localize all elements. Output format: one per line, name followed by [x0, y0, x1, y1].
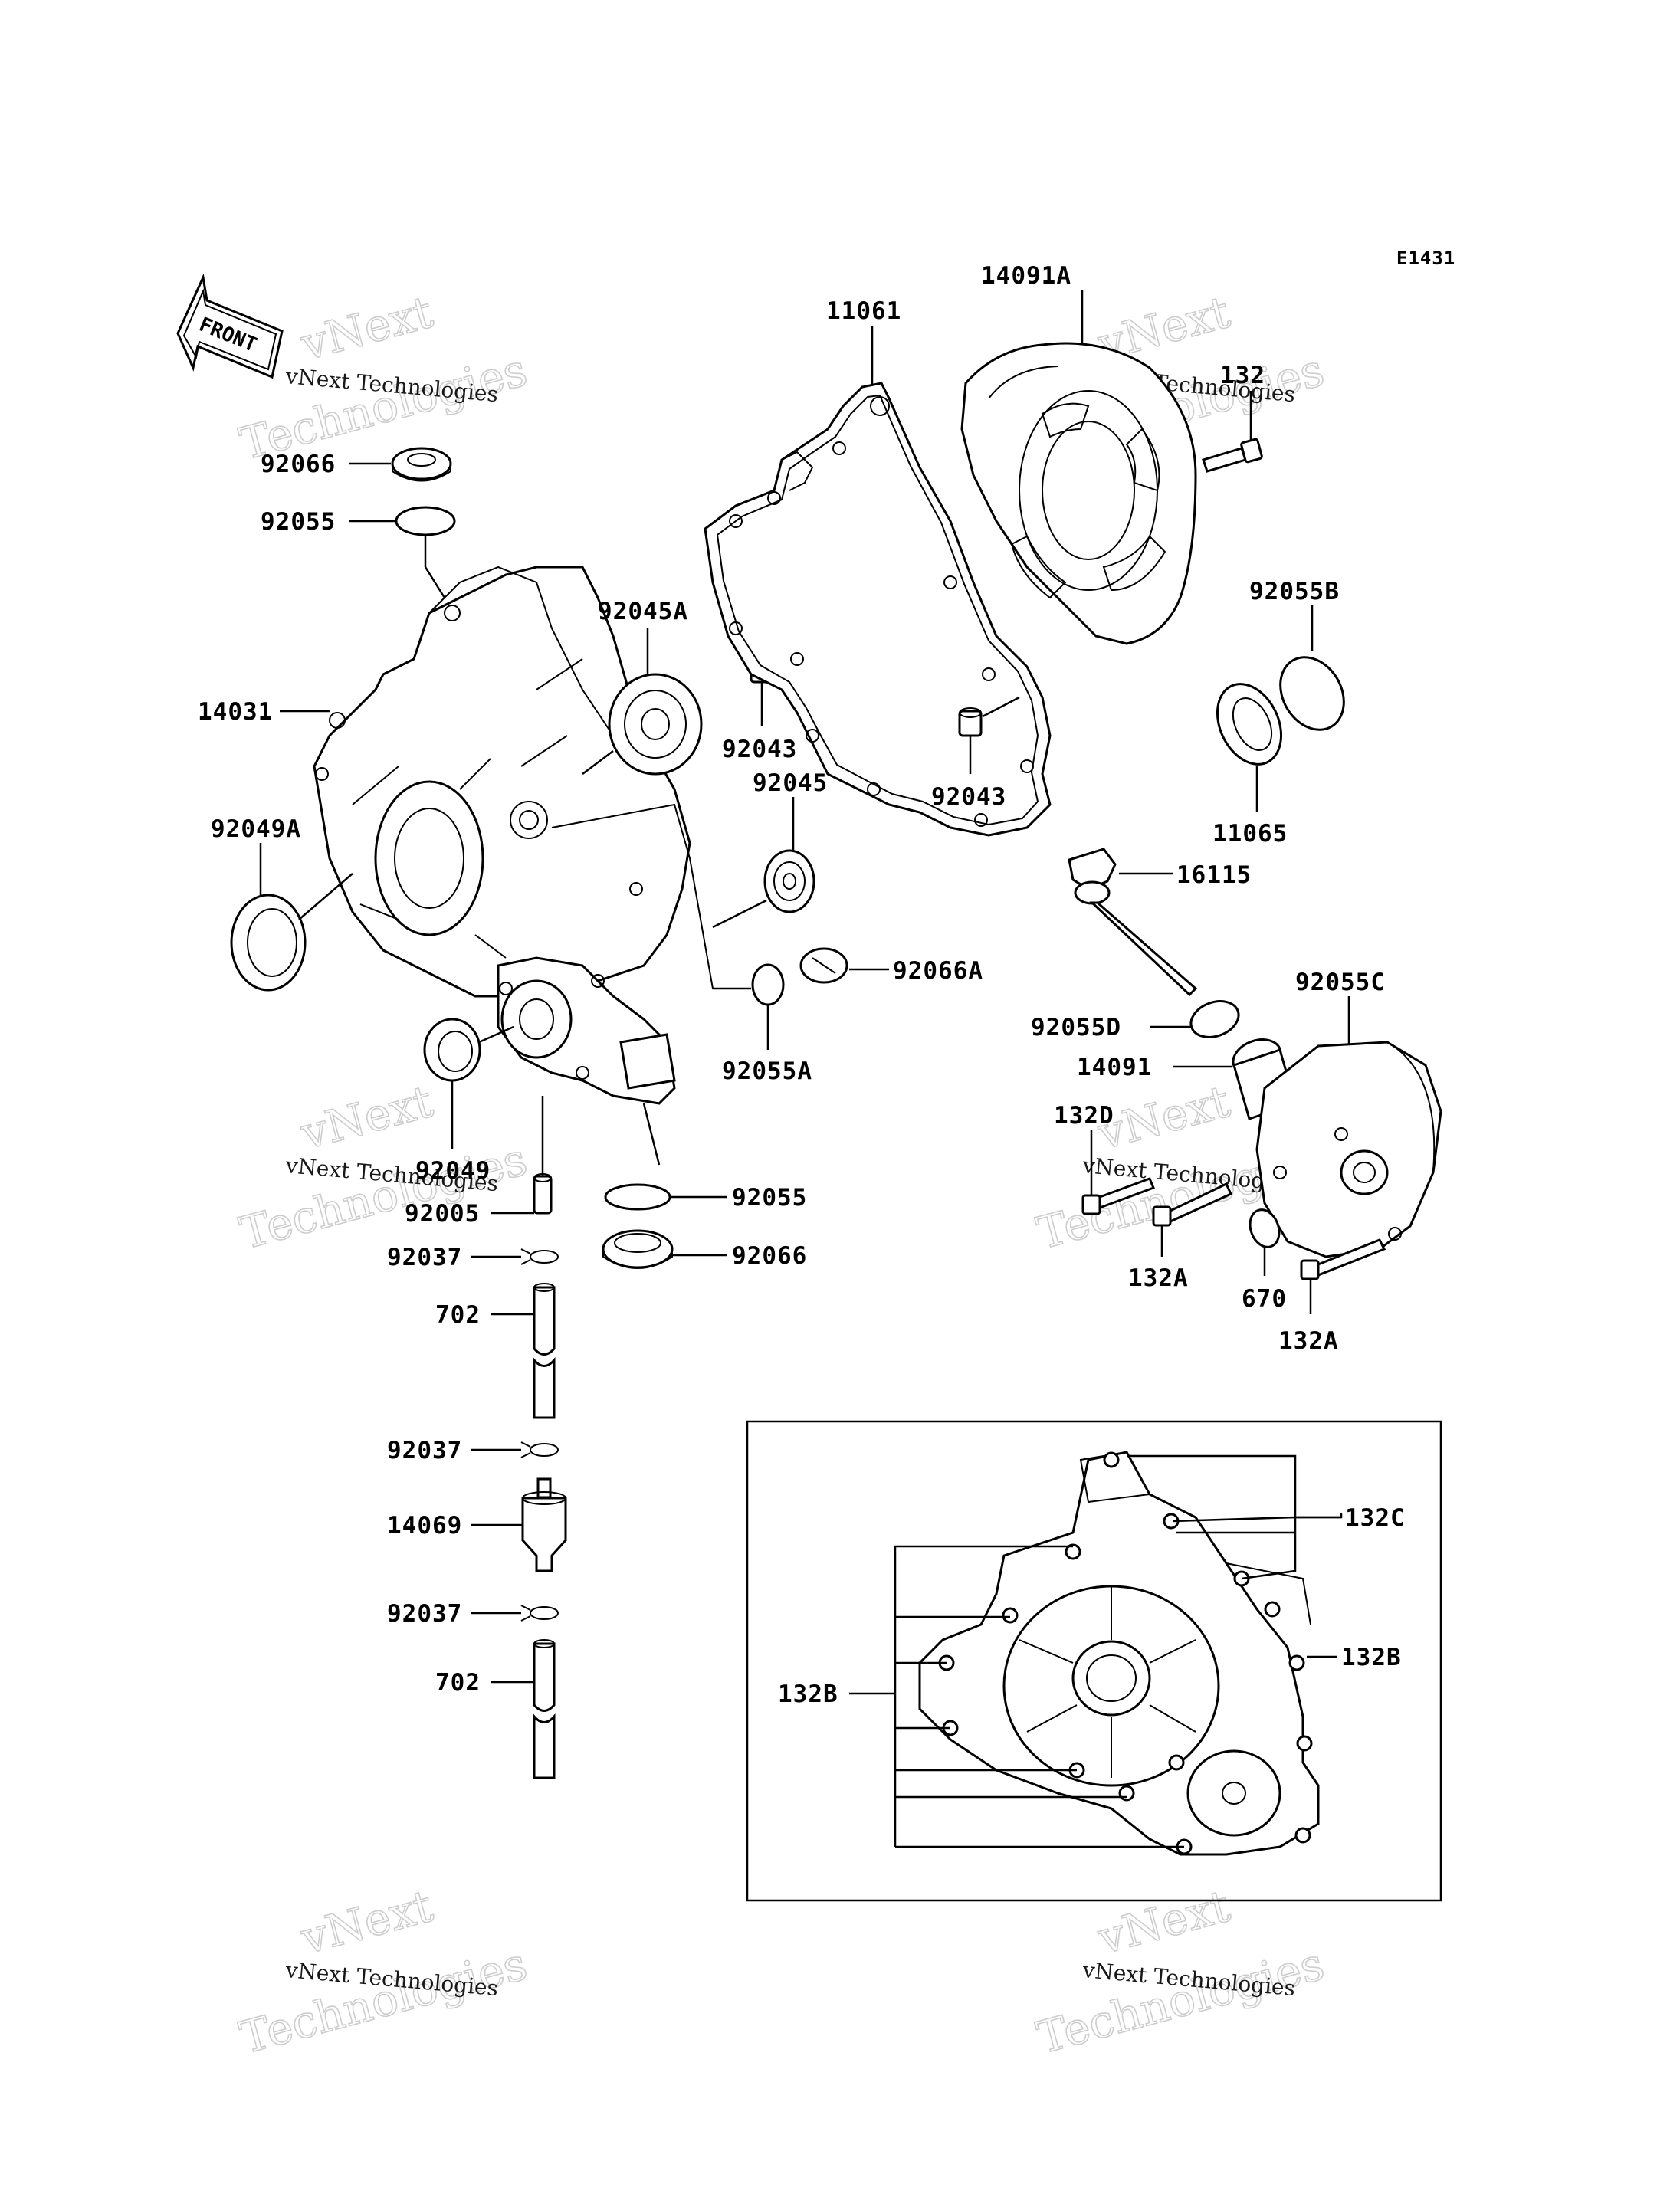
inset-cover-drawing [918, 1451, 1320, 1856]
bearing-92045 [763, 849, 815, 913]
oil-seal-92049 [423, 1018, 481, 1082]
label-132B-left: 132B [778, 1681, 838, 1708]
label-132A-2: 132A [1278, 1327, 1339, 1355]
bearing-92045A [608, 673, 703, 776]
o-ring-92055B [1279, 656, 1345, 731]
fitting-92005 [533, 1173, 553, 1215]
diagram-code: E1431 [1396, 248, 1455, 269]
inset-frame [746, 1420, 1442, 1902]
label-92055C: 92055C [1295, 969, 1386, 996]
cover-92055C [1255, 1041, 1442, 1258]
svg-text:Technologies: Technologies [235, 1937, 532, 2064]
label-92037-3: 92037 [387, 1600, 462, 1628]
oil-seal-92049A [230, 894, 307, 992]
label-92037-1: 92037 [387, 1244, 462, 1271]
o-ring-92055-top [395, 506, 456, 536]
bolt-132D [1081, 1177, 1155, 1215]
label-92066A: 92066A [893, 957, 983, 985]
filter-14069 [521, 1477, 567, 1572]
svg-text:vNext: vNext [295, 286, 438, 371]
cover-plate-14091A [960, 342, 1197, 645]
label-132D: 132D [1054, 1102, 1114, 1130]
label-92049: 92049 [415, 1157, 491, 1185]
hose-clamp-92037-3 [520, 1605, 559, 1622]
label-92045: 92045 [753, 769, 828, 797]
svg-text:vNext: vNext [1092, 1880, 1235, 1965]
pump-housing [497, 956, 676, 1105]
bolt-132-top [1202, 438, 1263, 473]
watermark-bottom-right: vNext Technologies vNext Technologies [1031, 1879, 1330, 2064]
label-92055-top: 92055 [261, 508, 336, 536]
label-92055A: 92055A [722, 1058, 812, 1085]
hose-clamp-92037-2 [520, 1441, 559, 1458]
label-92066-bottom: 92066 [732, 1242, 807, 1270]
label-92049A: 92049A [211, 815, 301, 843]
label-702-2: 702 [435, 1669, 481, 1697]
front-arrow-icon: FRONT [176, 273, 284, 379]
hose-702-2 [533, 1639, 556, 1779]
label-14031: 14031 [198, 698, 273, 726]
svg-text:Technologies: Technologies [235, 1133, 532, 1259]
label-92066-top: 92066 [261, 451, 336, 478]
label-92005: 92005 [405, 1200, 480, 1228]
hose-clamp-92037-1 [520, 1248, 559, 1265]
label-11061: 11061 [826, 297, 901, 325]
svg-text:vNext: vNext [295, 1075, 438, 1160]
label-14091: 14091 [1077, 1054, 1152, 1081]
label-670: 670 [1242, 1285, 1287, 1313]
o-ring-92055D [1189, 1000, 1240, 1038]
oil-seal-11065 [1216, 683, 1283, 766]
svg-text:Technologies: Technologies [1032, 1937, 1329, 2064]
o-ring-670 [1249, 1208, 1281, 1248]
plug-92066-top [391, 447, 452, 482]
bolt-132A-2 [1300, 1238, 1386, 1280]
label-702-1: 702 [435, 1301, 481, 1329]
label-132B-right: 132B [1341, 1644, 1402, 1671]
dowel-pin-92043-right [958, 707, 983, 737]
label-92055-bottom: 92055 [732, 1184, 807, 1212]
plug-92066A [799, 947, 848, 984]
label-16115: 16115 [1176, 861, 1252, 889]
label-92055B: 92055B [1249, 578, 1340, 605]
label-92037-2: 92037 [387, 1437, 462, 1464]
label-132A-1: 132A [1128, 1264, 1189, 1292]
dipstick-16115 [1068, 848, 1198, 997]
label-92055D: 92055D [1031, 1014, 1121, 1041]
label-14069: 14069 [387, 1512, 462, 1540]
label-92043-left: 92043 [722, 736, 797, 763]
label-92043-right: 92043 [931, 783, 1006, 811]
crankcase-cover-14031 [313, 566, 714, 998]
watermark-top-left: vNext Technologies vNext Technologies [234, 285, 533, 471]
svg-text:vNext: vNext [295, 1880, 438, 1965]
watermark-bottom-left: vNext Technologies vNext Technologies [234, 1879, 533, 2064]
label-14091A: 14091A [981, 262, 1071, 290]
label-92045A: 92045A [598, 598, 688, 625]
label-11065: 11065 [1212, 820, 1288, 848]
label-132-top: 132 [1220, 362, 1265, 389]
o-ring-92055-bottom [604, 1183, 671, 1211]
bolt-132A-1 [1152, 1182, 1232, 1227]
hose-702-1 [533, 1283, 556, 1419]
label-132C: 132C [1345, 1504, 1406, 1532]
plug-92066-bottom [602, 1229, 674, 1269]
o-ring-92055A [751, 963, 785, 1006]
